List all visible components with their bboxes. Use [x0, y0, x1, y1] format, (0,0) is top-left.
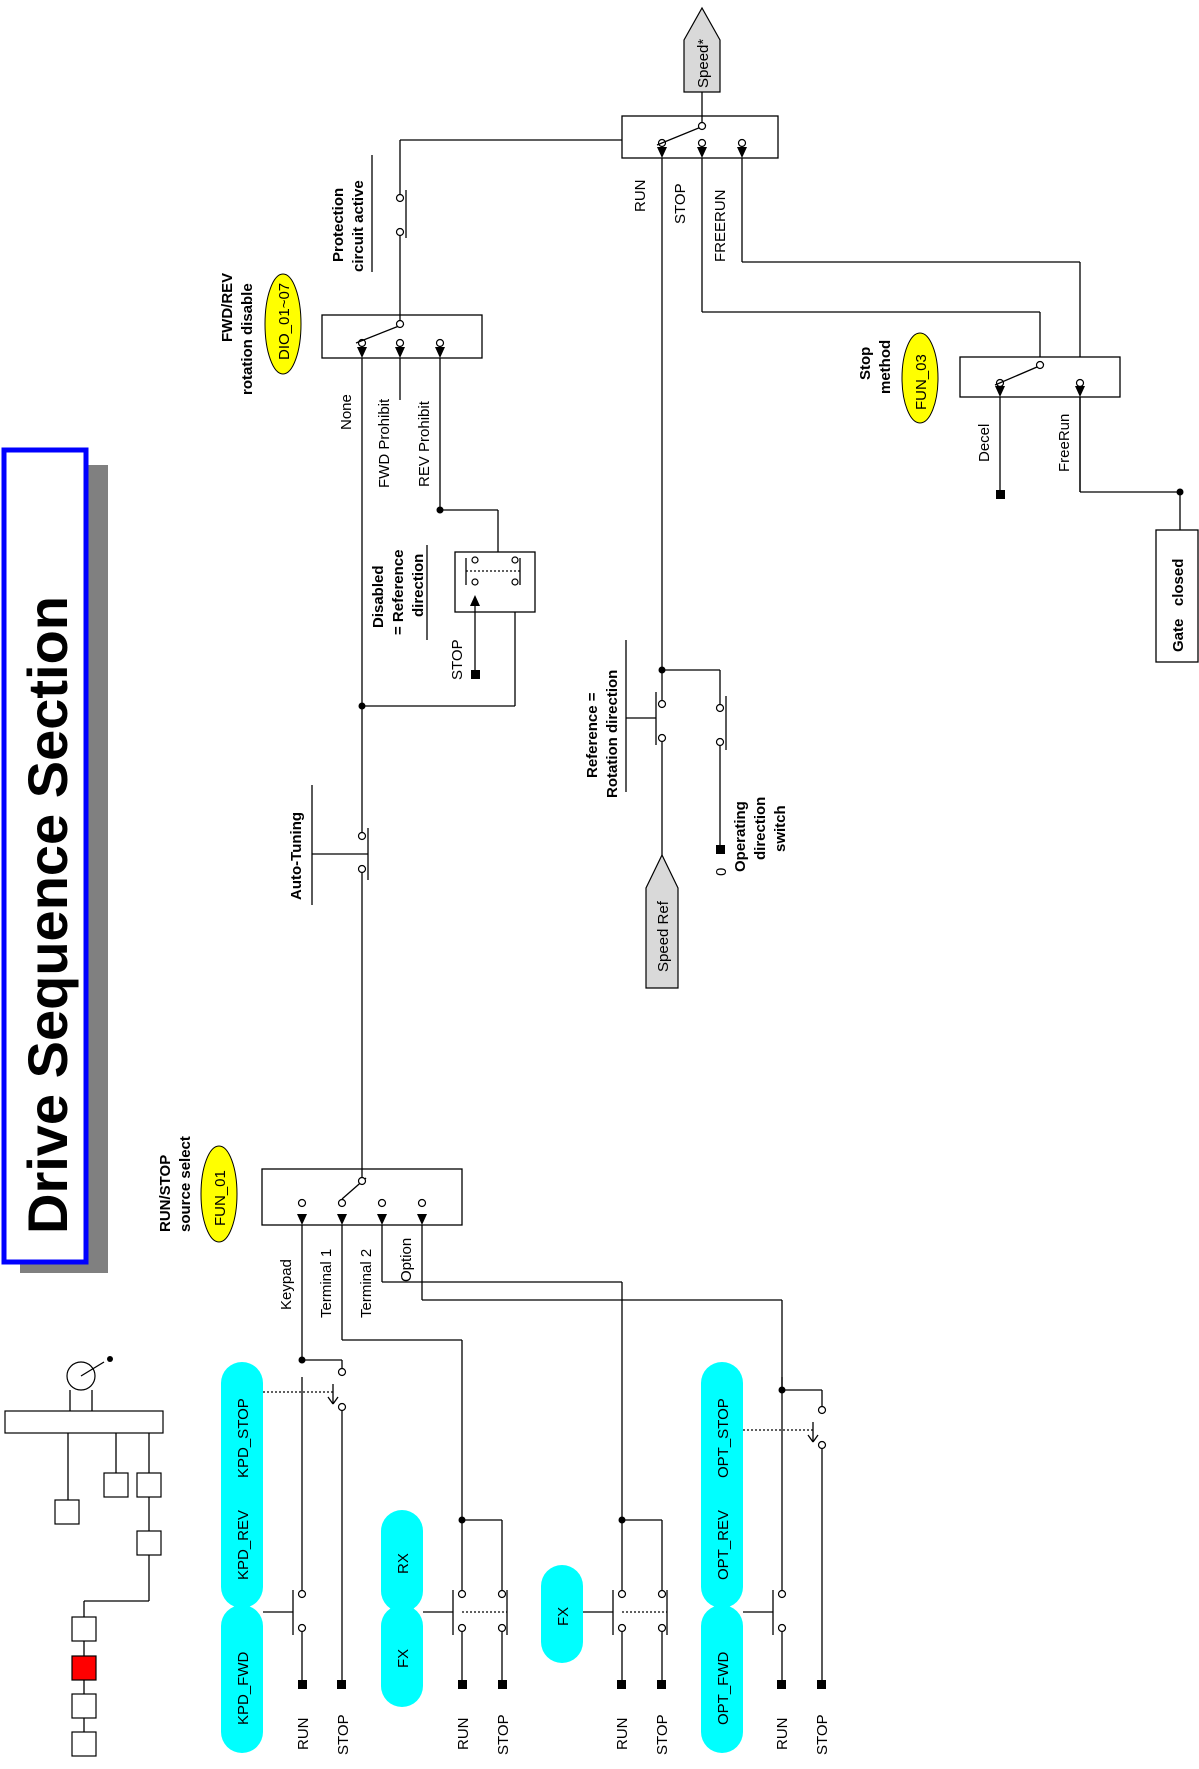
svg-text:FreeRun: FreeRun: [1056, 414, 1073, 472]
svg-text:KPD_REV: KPD_REV: [235, 1510, 252, 1580]
svg-text:RX: RX: [395, 1553, 412, 1574]
terminal1-switches: [341, 1225, 508, 1680]
svg-text:STOP: STOP: [449, 639, 466, 680]
fwd-rev-rotation-disable: None FWD Prohibit REV Prohibit FWD/REV r…: [219, 228, 483, 706]
svg-text:FWD/REV: FWD/REV: [219, 273, 236, 342]
svg-text:direction: direction: [752, 797, 769, 860]
run-stop-source-select: Keypad Terminal 1 Terminal 2 Option RUN/…: [157, 865, 463, 1318]
svg-text:Speed Ref: Speed Ref: [655, 900, 672, 972]
gate-closed-box: Gate closed: [1155, 529, 1199, 663]
svg-text:None: None: [338, 394, 355, 430]
svg-text:FREERUN: FREERUN: [712, 189, 729, 262]
svg-text:RUN: RUN: [632, 180, 649, 213]
svg-text:FUN_03: FUN_03: [913, 354, 930, 410]
output-select: Speed* RUN STOP FREERUN: [621, 6, 779, 262]
dio-oval: [264, 273, 302, 375]
opt-stop-pill: OPT_STOP: [701, 1362, 743, 1500]
svg-text:Rotation direction: Rotation direction: [604, 670, 621, 798]
svg-text:KPD_FWD: KPD_FWD: [235, 1651, 252, 1725]
svg-text:STOP: STOP: [814, 1714, 831, 1755]
stop-method: Decel FreeRun Stop method FUN_03: [701, 158, 1184, 530]
run-stop-label: RUN/STOP: [157, 1155, 174, 1232]
svg-text:DIO_01~07: DIO_01~07: [276, 283, 293, 360]
svg-text:Disabled: Disabled: [370, 565, 387, 628]
svg-text:= Reference: = Reference: [390, 550, 407, 635]
svg-text:rotation disable: rotation disable: [239, 283, 256, 395]
svg-text:Terminal 1: Terminal 1: [318, 1249, 335, 1318]
svg-text:Gate closed: Gate closed: [1170, 559, 1187, 652]
title-block: Drive Sequence Section: [1, 447, 108, 1273]
fun-01-oval: [200, 1145, 238, 1243]
svg-text:Terminal 2: Terminal 2: [358, 1249, 375, 1318]
svg-text:STOP: STOP: [335, 1714, 352, 1755]
svg-text:OPT_STOP: OPT_STOP: [715, 1398, 732, 1478]
kpd-stop-pill: KPD_STOP: [221, 1362, 263, 1500]
page-title: Drive Sequence Section: [16, 596, 79, 1234]
svg-text:0: 0: [713, 868, 730, 876]
speed-output-arrow: [683, 6, 721, 93]
svg-text:Auto-Tuning: Auto-Tuning: [288, 812, 305, 900]
rx-pill: RX: [381, 1510, 423, 1612]
speed-ref-arrow: [645, 853, 679, 989]
fx-pill-2: FX: [541, 1565, 583, 1663]
opt-fwd-pill: OPT_FWD: [701, 1605, 743, 1753]
keypad-switches: [263, 1225, 347, 1680]
fun-01-param: FUN_01: [212, 1170, 229, 1226]
svg-text:Speed*: Speed*: [695, 39, 712, 88]
svg-text:STOP: STOP: [672, 183, 689, 224]
svg-text:FX: FX: [555, 1607, 572, 1626]
speed-reference-path: Speed Ref Reference = Rotation direction…: [584, 158, 789, 989]
option-switches: [421, 1225, 827, 1680]
nav-active-block: [71, 1655, 97, 1681]
fun-03-oval: [901, 332, 939, 424]
kpd-fwd-pill: KPD_FWD: [221, 1605, 263, 1753]
svg-text:circuit active: circuit active: [350, 180, 367, 272]
svg-text:KPD_STOP: KPD_STOP: [235, 1398, 252, 1478]
disabled-reference-direction: STOP Disabled = Reference direction: [358, 506, 536, 710]
svg-text:Operating: Operating: [732, 801, 749, 872]
svg-text:direction: direction: [410, 554, 427, 617]
svg-text:method: method: [877, 340, 894, 394]
protection-switch: Protection circuit active: [330, 139, 622, 272]
svg-text:REV Prohibit: REV Prohibit: [416, 400, 433, 487]
svg-text:FX: FX: [395, 1649, 412, 1668]
svg-text:OPT_REV: OPT_REV: [715, 1510, 732, 1580]
source-pills: KPD_FWD KPD_REV KPD_STOP FX RX FX OPT_FW…: [221, 1362, 743, 1753]
svg-text:Option: Option: [398, 1238, 415, 1282]
svg-text:Reference =: Reference =: [584, 692, 601, 778]
svg-text:Keypad: Keypad: [278, 1259, 295, 1310]
svg-text:RUN: RUN: [455, 1718, 472, 1751]
svg-text:STOP: STOP: [495, 1714, 512, 1755]
svg-text:RUN: RUN: [295, 1718, 312, 1751]
svg-text:OPT_FWD: OPT_FWD: [715, 1652, 732, 1725]
svg-text:Protection: Protection: [330, 188, 347, 262]
svg-text:RUN: RUN: [614, 1718, 631, 1751]
auto-tuning-switch: Auto-Tuning: [288, 706, 369, 905]
fx-pill-1: FX: [381, 1605, 423, 1707]
navigation-map: [4, 1356, 164, 1757]
svg-text:FWD Prohibit: FWD Prohibit: [376, 398, 393, 488]
svg-text:STOP: STOP: [654, 1714, 671, 1755]
bottom-terminals: RUN STOP RUN STOP RUN STOP RUN STOP: [295, 1680, 831, 1755]
svg-text:Stop: Stop: [857, 347, 874, 380]
svg-text:source select: source select: [177, 1136, 194, 1232]
svg-text:switch: switch: [772, 805, 789, 852]
svg-text:Decel: Decel: [976, 424, 993, 462]
svg-text:RUN: RUN: [774, 1718, 791, 1751]
